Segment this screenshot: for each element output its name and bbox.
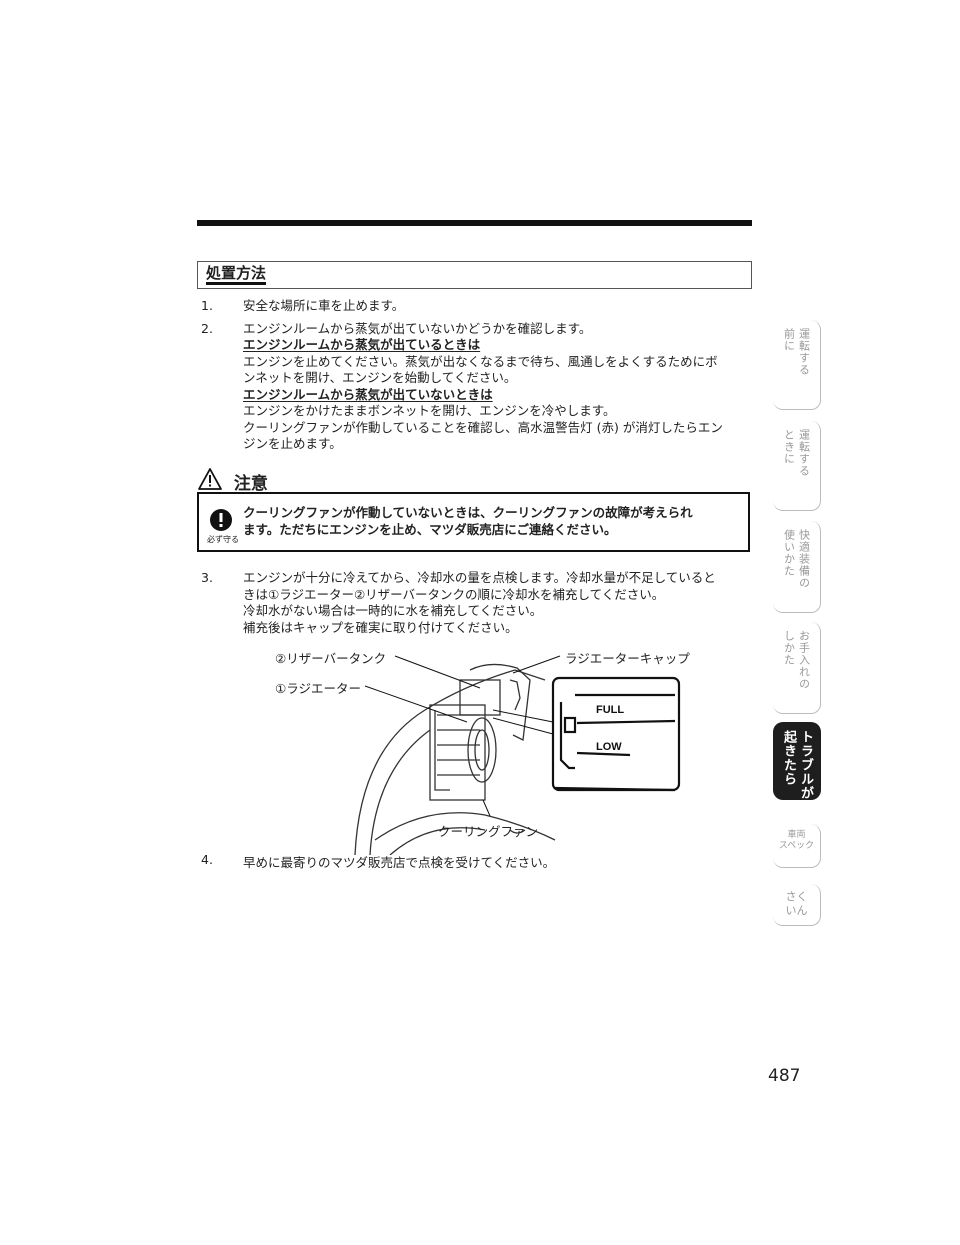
step-text: クーリングファンが作動していることを確認し、高水温警告灯 (赤) が消灯したらエ…	[243, 419, 723, 435]
caution-box: 必ず守る クーリングファンが作動していないときは、クーリングファンの故障が考えら…	[197, 492, 750, 552]
step-text: ジンを止めます。	[243, 436, 342, 451]
step-text: エンジンが十分に冷えてから、冷却水の量を点検します。冷却水量が不足していると	[243, 570, 716, 585]
step-text: エンジンをかけたままボンネットを開け、エンジンを冷やします。	[243, 403, 616, 418]
mandatory-icon	[210, 509, 232, 531]
tab-while-driving[interactable]: 運転する ときに	[773, 421, 821, 511]
engine-bay-drawing: FULL LOW	[354, 655, 681, 856]
tab-label: 快適装備の	[797, 529, 811, 589]
caution-text: クーリングファンが作動していないときは、クーリングファンの故障が考えられ ます。…	[243, 504, 743, 538]
tab-label: 前に	[782, 328, 796, 352]
tab-before-driving[interactable]: 運転する 前に	[773, 320, 821, 410]
tab-label: ときに	[782, 429, 796, 465]
tab-label: お手入れの	[797, 630, 811, 690]
tab-label: いん	[785, 904, 808, 917]
label-reserve-tank: ②リザーバータンク	[275, 651, 387, 666]
step-1: 1. 安全な場所に車を止めます。	[197, 298, 757, 315]
tab-label: 使いかた	[782, 529, 796, 577]
step-3-block: 3. エンジンが十分に冷えてから、冷却水の量を点検します。冷却水量が不足している…	[197, 570, 757, 636]
label-cooling-fan: クーリングファン	[438, 824, 539, 839]
section-heading-box: 処置方法	[197, 261, 752, 289]
tab-label: スペック	[778, 841, 815, 851]
tab-label: さく	[785, 890, 808, 903]
tab-label: 車両	[787, 830, 806, 840]
tab-label: 運転する	[797, 328, 811, 376]
sub-heading-steam: エンジンルームから蒸気が出ているときは	[243, 337, 481, 352]
step-number: 2.	[201, 320, 213, 336]
caution-line: クーリングファンが作動していないときは、クーリングファンの故障が考えられ	[243, 505, 693, 520]
caution-line: ます。ただちにエンジンを止め、マツダ販売店にご連絡ください。	[243, 522, 617, 537]
step-text: 冷却水がない場合は一時的に水を補充してください。	[243, 603, 543, 618]
sub-heading-no-steam: エンジンルームから蒸気が出ていないときは	[243, 386, 493, 402]
step-text: きは①ラジエーター②リザーバータンクの順に冷却水を補充してください。	[243, 586, 665, 602]
step-text: 安全な場所に車を止めます。	[243, 298, 405, 313]
mandatory-label: 必ず守る	[207, 535, 239, 544]
step-number: 4.	[201, 852, 213, 867]
step-4-block: 4. 早めに最寄りのマツダ販売店で点検を受けてください。	[197, 852, 757, 871]
full-mark: FULL	[596, 704, 624, 716]
step-3: 3. エンジンが十分に冷えてから、冷却水の量を点検します。冷却水量が不足している…	[197, 570, 757, 642]
step-4: 4. 早めに最寄りのマツダ販売店で点検を受けてください。	[197, 852, 757, 877]
step-number: 1.	[201, 298, 213, 313]
engine-illustration: FULL LOW ②リザーバータンク ラジエーターキャップ ①ラジエーター クー…	[255, 640, 695, 856]
step-text: エンジンルームから蒸気が出ていないかどうかを確認します。	[243, 320, 592, 336]
step-text: エンジンを止めてください。蒸気が出なくなるまで待ち、風通しをよくするためにボ	[243, 353, 718, 369]
tab-label: 起きたら	[781, 730, 796, 786]
low-mark: LOW	[596, 741, 622, 753]
step-text: 補充後はキャップを確実に取り付けてください。	[243, 619, 518, 635]
tab-label: しかた	[782, 630, 796, 666]
tab-label: トラブルが	[798, 730, 813, 800]
section-heading: 処置方法	[206, 265, 267, 285]
tab-index[interactable]: さく いん	[773, 884, 821, 926]
tab-maintenance[interactable]: お手入れの しかた	[773, 622, 821, 714]
tab-label: 運転する	[797, 429, 811, 477]
tab-comfort-equipment[interactable]: 快適装備の 使いかた	[773, 521, 821, 613]
page-number: 487	[768, 1066, 801, 1086]
step-text: 早めに最寄りのマツダ販売店で点検を受けてください。	[243, 855, 556, 870]
tab-specifications[interactable]: 車両 スペック	[773, 824, 821, 868]
caution-title: 注意	[233, 474, 268, 494]
step-2: 2. エンジンルームから蒸気が出ていないかどうかを確認します。 エンジンルームか…	[197, 321, 757, 453]
label-radiator: ①ラジエーター	[275, 681, 361, 696]
step-number: 3.	[201, 570, 213, 585]
caution-heading: 注意	[198, 468, 268, 495]
label-radiator-cap: ラジエーターキャップ	[565, 651, 690, 666]
top-rule	[197, 220, 752, 226]
steps-top: 1. 安全な場所に車を止めます。 2. エンジンルームから蒸気が出ていないかどう…	[197, 298, 757, 459]
warning-triangle-icon	[198, 468, 222, 495]
step-text: ンネットを開け、エンジンを始動してください。	[243, 370, 517, 385]
tab-troubleshooting[interactable]: トラブルが 起きたら	[773, 722, 821, 800]
